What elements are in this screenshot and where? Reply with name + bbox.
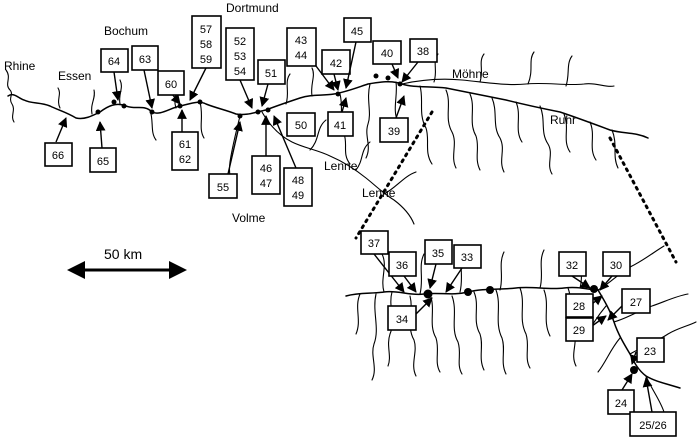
site-box: 52 53 54 bbox=[225, 27, 255, 109]
site-box: 29 bbox=[565, 315, 607, 342]
site-number: 62 bbox=[179, 154, 191, 166]
site-box: 28 bbox=[565, 293, 603, 318]
site-number: 57 bbox=[200, 24, 212, 36]
ruhr-main-channel bbox=[7, 80, 649, 139]
site-number: 36 bbox=[396, 260, 408, 272]
site-box: 48 49 bbox=[272, 115, 313, 207]
site-number: 65 bbox=[97, 156, 109, 168]
mohne-channel bbox=[401, 78, 615, 87]
site-box: 45 bbox=[343, 17, 372, 89]
site-number: 25/26 bbox=[639, 420, 667, 432]
site-number: 48 bbox=[292, 175, 304, 187]
site-box: 30 bbox=[599, 251, 631, 291]
site-box: 32 bbox=[558, 251, 591, 289]
site-box: 36 bbox=[388, 251, 417, 293]
sampling-dots-inset bbox=[423, 285, 638, 374]
site-box: 61 62 bbox=[171, 109, 199, 171]
label-rhine: Rhine bbox=[4, 59, 36, 73]
site-box: 33 bbox=[445, 244, 482, 293]
site-box: 66 bbox=[44, 117, 73, 167]
site-number: 44 bbox=[295, 50, 307, 62]
scale-bar: 50 km bbox=[67, 246, 187, 279]
site-box: 43 44 bbox=[286, 27, 335, 91]
site-number: 41 bbox=[334, 120, 346, 132]
site-box: 39 bbox=[379, 95, 409, 143]
site-box: 55 bbox=[208, 121, 243, 199]
site-number: 33 bbox=[461, 252, 473, 264]
site-box: 63 bbox=[131, 45, 159, 109]
site-number: 40 bbox=[381, 48, 393, 60]
label-volme: Volme bbox=[232, 211, 266, 225]
site-box: 57 58 59 bbox=[189, 15, 222, 101]
site-number: 59 bbox=[200, 54, 212, 66]
site-box: 41 bbox=[327, 97, 354, 137]
site-number: 34 bbox=[396, 314, 408, 326]
rhine-channel bbox=[5, 69, 15, 123]
site-number: 23 bbox=[644, 346, 656, 358]
site-number: 38 bbox=[417, 46, 429, 58]
label-dortmund: Dortmund bbox=[226, 1, 279, 15]
site-number: 51 bbox=[265, 68, 277, 80]
site-number: 35 bbox=[432, 248, 444, 260]
site-number: 32 bbox=[566, 260, 578, 272]
place-labels: Rhine Essen Bochum Dortmund Möhne Ruhr L… bbox=[4, 1, 576, 225]
site-number: 54 bbox=[234, 66, 246, 78]
site-box: 24 bbox=[607, 373, 635, 415]
label-ruhr: Ruhr bbox=[550, 113, 576, 127]
site-box: 60 bbox=[157, 70, 185, 105]
site-number: 63 bbox=[139, 54, 151, 66]
site-number: 30 bbox=[610, 260, 622, 272]
site-number: 64 bbox=[108, 56, 120, 68]
site-box: 51 bbox=[257, 59, 286, 107]
site-box: 40 bbox=[372, 40, 402, 79]
label-lenne-1: Lenne bbox=[324, 159, 358, 173]
site-number: 52 bbox=[234, 36, 246, 48]
site-box: 46 47 bbox=[251, 115, 281, 195]
site-number: 66 bbox=[52, 150, 64, 162]
site-number: 46 bbox=[260, 163, 272, 175]
site-number: 42 bbox=[330, 58, 342, 70]
label-bochum: Bochum bbox=[104, 24, 148, 38]
site-box: 34 bbox=[387, 297, 433, 331]
site-number: 39 bbox=[388, 126, 400, 138]
label-lenne-2: Lenne bbox=[362, 186, 396, 200]
label-mohne: Möhne bbox=[452, 67, 489, 81]
site-box: 35 bbox=[424, 239, 453, 289]
site-number: 49 bbox=[292, 190, 304, 202]
site-number: 61 bbox=[179, 139, 191, 151]
site-box: 23 bbox=[630, 337, 665, 365]
site-number: 58 bbox=[200, 39, 212, 51]
site-number: 60 bbox=[165, 79, 177, 91]
site-box: 50 bbox=[286, 112, 316, 137]
site-box: 64 bbox=[100, 48, 129, 101]
site-number: 24 bbox=[615, 398, 627, 410]
site-number: 27 bbox=[630, 297, 642, 309]
site-number: 29 bbox=[573, 325, 585, 337]
lenne-channel bbox=[261, 111, 415, 225]
site-number: 50 bbox=[295, 120, 307, 132]
label-essen: Essen bbox=[58, 69, 91, 83]
site-number: 28 bbox=[573, 301, 585, 313]
site-box: 42 bbox=[321, 49, 351, 91]
site-number: 55 bbox=[217, 182, 229, 194]
site-box: 27 bbox=[607, 288, 651, 321]
site-number: 45 bbox=[351, 26, 363, 38]
site-number: 47 bbox=[260, 178, 272, 190]
site-number: 37 bbox=[368, 238, 380, 250]
site-box: 38 bbox=[401, 38, 438, 83]
site-number: 43 bbox=[295, 35, 307, 47]
river-network-main bbox=[5, 51, 649, 225]
site-box: 25/26 bbox=[629, 377, 677, 437]
scale-bar-label: 50 km bbox=[104, 246, 142, 262]
site-box: 65 bbox=[89, 121, 117, 173]
site-number: 53 bbox=[234, 51, 246, 63]
inset-guide-right bbox=[608, 136, 678, 264]
